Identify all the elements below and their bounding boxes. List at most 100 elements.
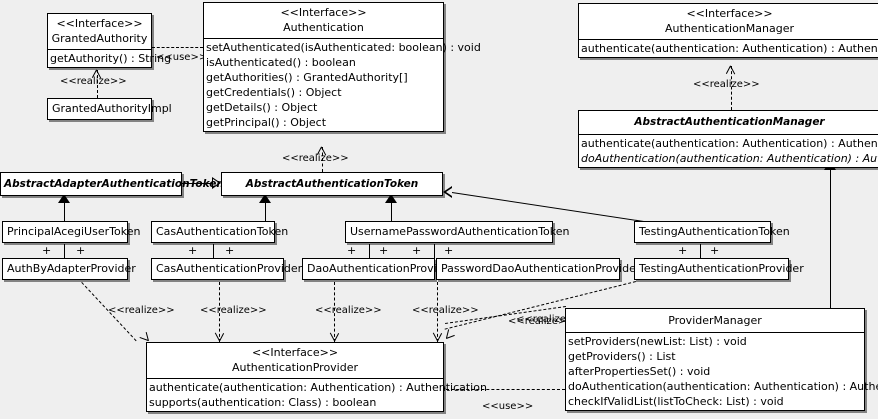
operation-item: afterPropertiesSet() : void [568, 365, 711, 378]
class-name-granted-authority-impl: GrantedAuthorityImpl [52, 102, 172, 115]
edge-providermanager-uses-authenticationprovider [446, 389, 565, 390]
operation-item: getDetails() : Object [206, 101, 318, 114]
operations-provider-manager: setProviders(newList: List) : void getPr… [566, 332, 878, 410]
operation-item: setAuthenticated(isAuthenticated: boolea… [206, 41, 481, 54]
class-authentication-provider[interactable]: <<Interface>> AuthenticationProvider aut… [146, 342, 487, 412]
class-granted-authority[interactable]: <<Interface>> GrantedAuthority getAuthor… [47, 13, 172, 68]
operations-authentication-manager: authenticate(authentication: Authenticat… [579, 39, 878, 57]
class-username-password-authentication-token[interactable]: UsernamePasswordAuthenticationToken [345, 221, 570, 243]
assoc-plus-right-1: + [76, 244, 86, 257]
edge-assoc-castoken-casprovider [213, 244, 214, 258]
class-granted-authority-impl[interactable]: GrantedAuthorityImpl [47, 98, 172, 120]
edge-label-realize-casprovider: <<realize>> [200, 305, 267, 316]
class-cas-authentication-provider[interactable]: CasAuthenticationProvider [151, 258, 303, 280]
class-header-dao-authentication-provider: DaoAuthenticationProvider [303, 259, 455, 279]
edge-label-realize-providermanager: <<realize>> [516, 314, 583, 325]
class-name-cas-authentication-provider: CasAuthenticationProvider [156, 262, 303, 275]
class-name-auth-by-adapter-provider: AuthByAdapterProvider [7, 262, 136, 275]
edge-label-realize-grantedauthorityimpl: <<realize>> [60, 76, 127, 87]
operations-authentication: setAuthenticated(isAuthenticated: boolea… [204, 38, 481, 131]
class-testing-authentication-token[interactable]: TestingAuthenticationToken [634, 221, 790, 243]
edge-label-use-grantedauthority: <<use>> [156, 52, 208, 63]
operation-item: getAuthority() : String [50, 52, 172, 65]
class-name-provider-manager: ProviderManager [668, 314, 762, 327]
class-abstract-adapter-authentication-token[interactable]: AbstractAdapterAuthenticationToken [0, 172, 224, 196]
assoc-plus-left-3: + [347, 244, 357, 257]
operation-item: setProviders(newList: List) : void [568, 335, 747, 348]
class-header-granted-authority: <<Interface>> GrantedAuthority [48, 14, 151, 49]
operations-abstract-authentication-manager: authenticate(authentication: Authenticat… [579, 134, 878, 167]
operation-item: doAuthentication(authentication: Authent… [568, 380, 878, 393]
assoc-plus-right-2: + [225, 244, 235, 257]
class-password-dao-authentication-provider[interactable]: PasswordDaoAuthenticationProvider [436, 258, 641, 280]
edge-principalacegi-extends [64, 203, 65, 221]
class-name-abstract-authentication-token: AbstractAuthenticationToken [245, 178, 419, 190]
class-header-granted-authority-impl: GrantedAuthorityImpl [48, 99, 172, 119]
class-principal-acegi-user-token[interactable]: PrincipalAcegiUserToken [2, 221, 141, 243]
operation-item: supports(authentication: Class) : boolea… [149, 396, 377, 409]
operations-authentication-provider: authenticate(authentication: Authenticat… [147, 378, 487, 411]
generalization-arrow-castoken [259, 194, 271, 203]
class-name-principal-acegi-user-token: PrincipalAcegiUserToken [7, 225, 141, 238]
class-name-testing-authentication-token: TestingAuthenticationToken [639, 225, 790, 238]
edge-assoc-userpass-daoprovider [369, 244, 370, 258]
edge-passworddao-realizes-provider [437, 282, 438, 342]
class-header-authentication: <<Interface>> Authentication [204, 3, 443, 38]
operation-item: doAuthentication(authentication: Authent… [581, 152, 878, 165]
generalization-arrow-fill [213, 179, 219, 187]
generalization-arrow-usernamepasswordtoken [385, 194, 397, 203]
stereotype-label: <<Interface>> [280, 6, 367, 19]
edge-daoprovider-realizes-provider [334, 282, 335, 342]
edge-castoken-extends [265, 203, 266, 221]
generalization-arrow-testingtoken-fill [446, 188, 452, 196]
assoc-plus-right-3: + [379, 244, 389, 257]
operation-item: checkIfValidList(listToCheck: List) : vo… [568, 395, 784, 408]
class-provider-manager[interactable]: ProviderManager setProviders(newList: Li… [565, 308, 878, 411]
assoc-plus-left-5: + [678, 244, 688, 257]
edge-label-realize-authentication: <<realize>> [282, 153, 349, 164]
class-header-abstract-authentication-token: AbstractAuthenticationToken [222, 173, 442, 195]
operation-item: getCredentials() : Object [206, 86, 342, 99]
edge-usernamepasswordtoken-extends [391, 203, 392, 221]
assoc-plus-right-4: + [444, 244, 454, 257]
edge-providermanager-extends-abstractmanager [830, 170, 831, 309]
class-header-cas-authentication-token: CasAuthenticationToken [152, 222, 288, 242]
class-header-principal-acegi-user-token: PrincipalAcegiUserToken [3, 222, 141, 242]
assoc-plus-left-4: + [412, 244, 422, 257]
edge-label-use-authenticationprovider: <<use>> [482, 401, 534, 412]
class-header-password-dao-authentication-provider: PasswordDaoAuthenticationProvider [437, 259, 641, 279]
class-name-password-dao-authentication-provider: PasswordDaoAuthenticationProvider [441, 262, 641, 275]
class-cas-authentication-token[interactable]: CasAuthenticationToken [151, 221, 288, 243]
class-header-authentication-manager: <<Interface>> AuthenticationManager [579, 4, 878, 39]
class-name-testing-authentication-provider: TestingAuthenticationProvider [639, 262, 804, 275]
edge-grantedauthorityimpl-realizes [97, 70, 98, 98]
edge-assoc-userpass-passworddaoprovider [434, 244, 435, 258]
class-header-abstract-adapter-authentication-token: AbstractAdapterAuthenticationToken [1, 173, 224, 195]
class-abstract-authentication-manager[interactable]: AbstractAuthenticationManager authentica… [578, 110, 878, 168]
operations-granted-authority: getAuthority() : String [48, 49, 172, 67]
class-dao-authentication-provider[interactable]: DaoAuthenticationProvider [302, 258, 455, 280]
generalization-arrow-principalacegi [58, 194, 70, 203]
class-name-abstract-authentication-manager: AbstractAuthenticationManager [634, 116, 825, 128]
edge-adaptertoken-extends-abstracttoken [182, 183, 212, 184]
class-header-username-password-authentication-token: UsernamePasswordAuthenticationToken [346, 222, 570, 242]
stereotype-label: <<Interface>> [56, 17, 143, 30]
stereotype-label: <<Interface>> [686, 7, 773, 20]
assoc-plus-left-1: + [42, 244, 52, 257]
class-auth-by-adapter-provider[interactable]: AuthByAdapterProvider [2, 258, 136, 280]
assoc-plus-left-2: + [188, 244, 198, 257]
class-header-cas-authentication-provider: CasAuthenticationProvider [152, 259, 303, 279]
class-name-granted-authority: GrantedAuthority [51, 32, 148, 45]
edge-assoc-testingtoken-testingprovider [700, 244, 701, 258]
class-header-authentication-provider: <<Interface>> AuthenticationProvider [147, 343, 443, 378]
operation-item: isAuthenticated() : boolean [206, 56, 356, 69]
class-testing-authentication-provider[interactable]: TestingAuthenticationProvider [634, 258, 804, 280]
assoc-plus-right-5: + [710, 244, 720, 257]
class-header-abstract-authentication-manager: AbstractAuthenticationManager [579, 111, 878, 134]
class-header-testing-authentication-token: TestingAuthenticationToken [635, 222, 790, 242]
operation-item: getPrincipal() : Object [206, 116, 327, 129]
class-authentication-manager[interactable]: <<Interface>> AuthenticationManager auth… [578, 3, 878, 58]
class-abstract-authentication-token[interactable]: AbstractAuthenticationToken [221, 172, 443, 196]
class-name-username-password-authentication-token: UsernamePasswordAuthenticationToken [350, 225, 570, 238]
class-authentication[interactable]: <<Interface>> Authentication setAuthenti… [203, 2, 481, 132]
